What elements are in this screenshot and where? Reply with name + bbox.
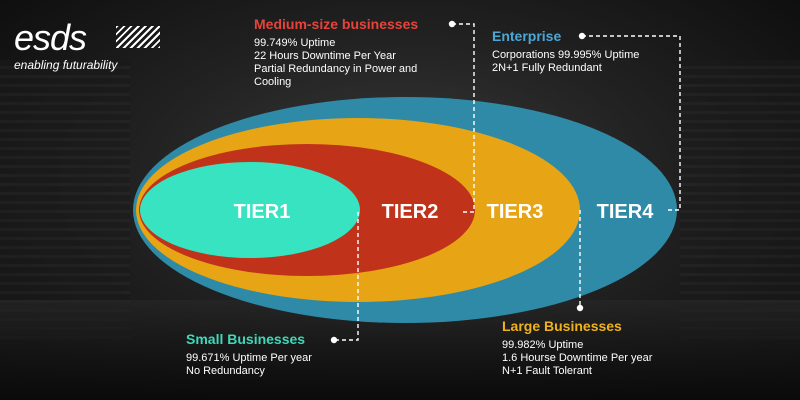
large-line: 1.6 Hourse Downtime Per year xyxy=(502,352,653,364)
medium-line: Cooling xyxy=(254,76,292,88)
server-rack-right xyxy=(680,60,800,340)
small-title: Small Businesses xyxy=(186,331,306,347)
enterprise-connector xyxy=(582,35,681,211)
logo-tagline: enabling futurability xyxy=(14,58,118,72)
medium-line: 99.749% Uptime xyxy=(254,37,336,49)
enterprise-callout: Enterprise Corporations 99.995% Uptime 2… xyxy=(492,28,639,75)
enterprise-line: Corporations 99.995% Uptime xyxy=(492,49,640,61)
large-title: Large Businesses xyxy=(502,318,622,334)
medium-callout: Medium-size businesses 99.749% Uptime 22… xyxy=(254,16,418,89)
medium-line: Partial Redundancy in Power and xyxy=(254,63,418,75)
enterprise-dot xyxy=(578,32,586,40)
tier2-label: TIER2 xyxy=(382,201,439,223)
esds-logo: esds enabling futurability xyxy=(14,17,160,72)
medium-connector xyxy=(452,23,475,213)
medium-line: 22 Hours Downtime Per Year xyxy=(254,50,396,62)
medium-title: Medium-size businesses xyxy=(254,16,419,32)
small-dot xyxy=(330,336,338,344)
logo-stripes-icon xyxy=(116,26,160,48)
logo-word: esds xyxy=(14,17,87,58)
tier3-label: TIER3 xyxy=(487,201,544,223)
small-line: No Redundancy xyxy=(186,365,265,377)
small-callout: Small Businesses 99.671% Uptime Per year… xyxy=(186,331,312,378)
large-callout: Large Businesses 99.982% Uptime 1.6 Hour… xyxy=(502,318,652,378)
large-dot xyxy=(576,304,584,312)
tier4-label: TIER4 xyxy=(597,201,655,223)
enterprise-title: Enterprise xyxy=(492,28,562,44)
tier1-label: TIER1 xyxy=(234,201,291,223)
large-line: 99.982% Uptime xyxy=(502,339,584,351)
large-line: N+1 Fault Tolerant xyxy=(502,365,592,377)
tier1-ellipse xyxy=(140,162,360,258)
server-rack-left xyxy=(0,60,130,340)
medium-dot xyxy=(448,20,456,28)
small-connector xyxy=(334,212,359,341)
enterprise-line: 2N+1 Fully Redundant xyxy=(492,62,602,74)
small-line: 99.671% Uptime Per year xyxy=(186,352,312,364)
